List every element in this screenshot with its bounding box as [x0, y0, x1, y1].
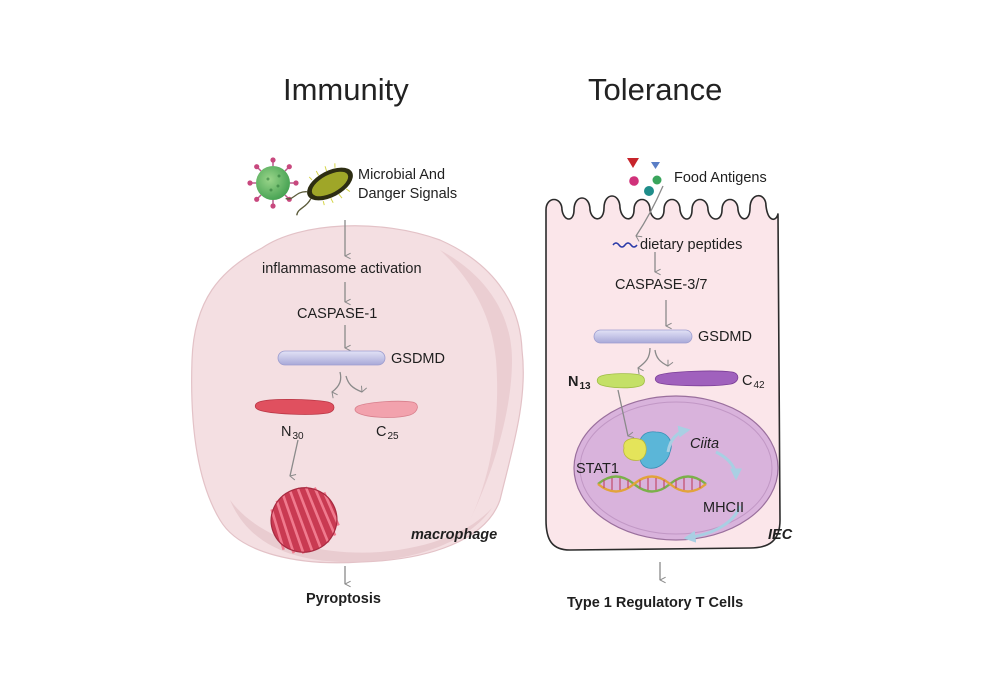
- ciita-label: Ciita: [690, 436, 720, 452]
- arrow-gsdmd-split-right: [345, 375, 362, 392]
- n13-label: N13: [568, 374, 591, 392]
- c25-label-sub: 25: [387, 431, 399, 442]
- stat1-complex-icon: [623, 431, 672, 469]
- arrow-gsdmd-split: [332, 371, 342, 392]
- tolerance-title: Tolerance: [588, 72, 723, 107]
- virus-icon: [247, 157, 299, 209]
- arrow-n30-to-pore: [290, 439, 299, 476]
- gsdmd-protein-immunity: [277, 350, 386, 366]
- macrophage-body: [191, 225, 524, 564]
- iec-label: IEC: [768, 527, 793, 543]
- arrow-gsdmd-split-right: [654, 349, 668, 366]
- gsdmd-label-tolerance: GSDMD: [698, 329, 752, 345]
- c42-label-main: C: [742, 373, 753, 389]
- n13-label-main: N: [568, 374, 579, 390]
- caspase1-label: CASPASE-1: [297, 306, 378, 322]
- dietary-peptides-label: dietary peptides: [640, 237, 743, 253]
- peptide-wave-icon: [612, 242, 638, 248]
- arrow-ciita-to-mhcii: [715, 450, 742, 481]
- n30-label-sub: 30: [292, 431, 304, 442]
- inflammasome-activation-label: inflammasome activation: [262, 261, 422, 277]
- macrophage-membrane-fold: [440, 250, 512, 520]
- antigen-triangle-icon: [627, 158, 660, 169]
- stat1-label: STAT1: [576, 461, 619, 477]
- c42-label-sub: 42: [753, 380, 765, 391]
- bacterium-icon: [285, 163, 353, 216]
- arrow-n13-to-stat1: [617, 389, 628, 436]
- caspase37-label: CASPASE-3/7: [615, 277, 708, 293]
- gsdmd-label-immunity: GSDMD: [391, 351, 445, 367]
- c42-label: C42: [742, 373, 765, 391]
- arrow-stat1-to-ciita: [666, 425, 691, 453]
- c25-label: C25: [376, 424, 399, 442]
- n13-fragment: [596, 373, 645, 389]
- tr1-label: Type 1 Regulatory T Cells: [567, 595, 744, 611]
- n30-fragment: [254, 398, 335, 415]
- gsdmd-protein-tolerance: [593, 329, 693, 344]
- dna-helix-icon: [597, 475, 707, 493]
- c25-fragment: [354, 400, 418, 418]
- nucleus: [573, 395, 779, 541]
- antigen-sphere-icon: [629, 175, 662, 196]
- n30-label: N30: [281, 424, 304, 442]
- arrow-mhcii-to-membrane: [683, 505, 742, 543]
- stimulus-label-line1: Microbial And: [358, 167, 446, 183]
- gsdmd-pore-icon: [270, 486, 340, 555]
- macrophage-label: macrophage: [411, 527, 498, 543]
- n30-label-main: N: [281, 424, 292, 440]
- stimulus-label-line2: Danger Signals: [358, 186, 458, 202]
- c42-fragment: [654, 370, 739, 387]
- mhcii-label: MHCII: [703, 500, 745, 516]
- pyroptosis-label: Pyroptosis: [306, 591, 381, 607]
- food-antigens-label: Food Antigens: [674, 170, 767, 186]
- c25-label-main: C: [376, 424, 387, 440]
- arrow-gsdmd-split-left: [638, 347, 651, 368]
- n13-label-sub: 13: [579, 381, 591, 392]
- arrow-antigens-to-peptides: [636, 185, 664, 236]
- immunity-title: Immunity: [283, 72, 409, 107]
